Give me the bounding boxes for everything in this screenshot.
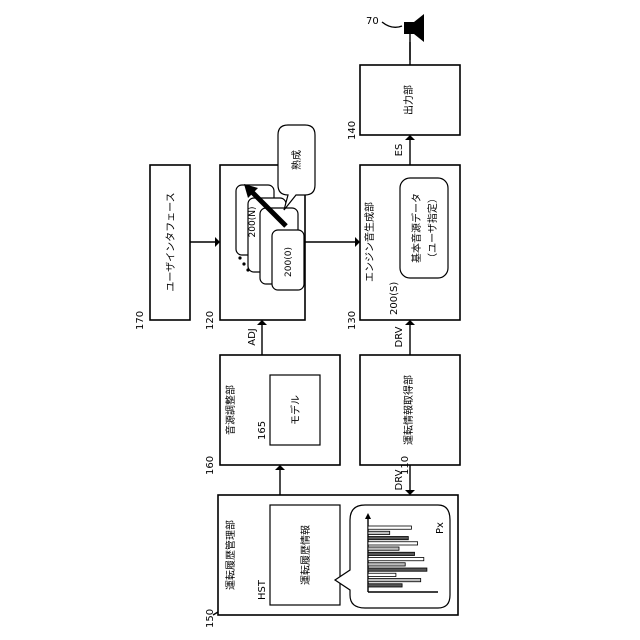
engine-sound-gen-ref: 130 — [347, 311, 358, 330]
ellipsis-dot-3 — [246, 268, 249, 271]
chart-bar — [368, 558, 424, 561]
model-ref: 165 — [257, 421, 268, 440]
chart-bar — [368, 537, 408, 540]
chart-bar — [368, 579, 421, 582]
speaker-ref-leader — [382, 22, 402, 27]
chart-bar — [368, 563, 405, 566]
chart-bar — [368, 552, 415, 555]
history-manager-ref: 150 — [205, 609, 216, 628]
history-manager-title: 運転履歴管理部 — [224, 520, 237, 590]
speaker-ref: 70 — [366, 16, 379, 27]
ellipsis-dot-1 — [238, 256, 241, 259]
chart-bar — [368, 573, 396, 576]
driving-info-title: 運転情報取得部 — [402, 375, 415, 445]
es-label: ES — [394, 144, 405, 157]
user-interface-ref: 170 — [135, 311, 146, 330]
output-title: 出力部 — [402, 85, 415, 115]
chart-bar — [368, 526, 411, 529]
base-sound-data-box — [400, 178, 448, 278]
maturation-label: 熟成 — [290, 150, 303, 170]
adj-label: ADJ — [247, 328, 258, 346]
model-label: モデル — [289, 395, 302, 425]
base-sound-data-note: （ユーザ指定） — [426, 193, 439, 263]
base-sound-data-ref: 200(S) — [389, 282, 400, 315]
chart-axis-label: Px — [435, 522, 446, 534]
ellipsis-dot-2 — [242, 262, 245, 265]
sound-card-0-label: 200(0) — [284, 247, 294, 277]
sound-source-store-ref: 120 — [205, 311, 216, 330]
sound-adjust-title: 音源調整部 — [224, 385, 237, 435]
base-sound-data-label: 基本音源データ — [410, 193, 423, 263]
chart-bar — [368, 542, 418, 545]
chart-bar — [368, 531, 390, 534]
drv-label-lower: DRV — [394, 469, 405, 490]
drv-label-upper: DRV — [394, 326, 405, 347]
sound-card-n-label: 200(N) — [248, 207, 258, 238]
sound-adjust-ref: 160 — [205, 456, 216, 475]
output-ref: 140 — [347, 121, 358, 140]
user-interface-title: ユーザインタフェース — [165, 192, 177, 291]
chart-bar — [368, 568, 427, 571]
speaker-icon — [404, 14, 424, 60]
chart-bar — [368, 547, 399, 550]
history-info-label: 運転履歴情報 — [299, 525, 312, 585]
history-info-ref: HST — [257, 579, 268, 600]
engine-sound-gen-title: エンジン音生成部 — [363, 202, 376, 282]
chart-bar — [368, 584, 402, 587]
